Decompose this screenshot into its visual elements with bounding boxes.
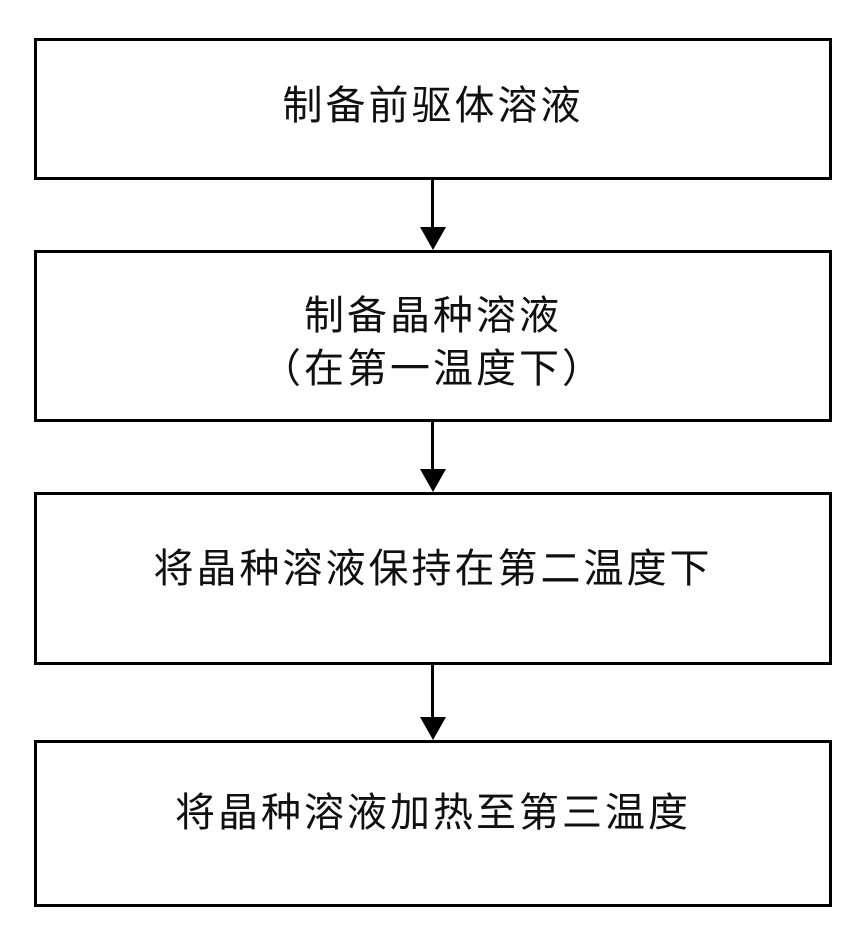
arrow-stem — [431, 180, 434, 228]
arrow-head-icon — [420, 227, 446, 250]
flowchart-node-step-1[interactable]: 制备前驱体溶液 — [34, 38, 832, 180]
flowchart-node-label: 将晶种溶液保持在第二温度下 — [153, 546, 713, 593]
flowchart-node-step-4[interactable]: 将晶种溶液加热至第三温度 — [34, 740, 832, 907]
flowchart-arrow-3 — [420, 665, 446, 740]
arrow-stem — [431, 665, 434, 718]
arrow-stem — [431, 422, 434, 470]
arrow-head-icon — [420, 717, 446, 740]
flowchart-arrow-2 — [420, 422, 446, 492]
flowchart-node-step-2[interactable]: 制备晶种溶液 （在第一温度下） — [34, 250, 832, 422]
flowchart-node-step-3[interactable]: 将晶种溶液保持在第二温度下 — [34, 492, 832, 665]
arrow-head-icon — [420, 469, 446, 492]
flowchart-node-label: 将晶种溶液加热至第三温度 — [175, 790, 691, 837]
flowchart-node-label: 制备前驱体溶液 — [282, 82, 584, 129]
flowchart-node-label: 制备晶种溶液 （在第一温度下） — [261, 293, 605, 392]
flowchart-arrow-1 — [420, 180, 446, 250]
